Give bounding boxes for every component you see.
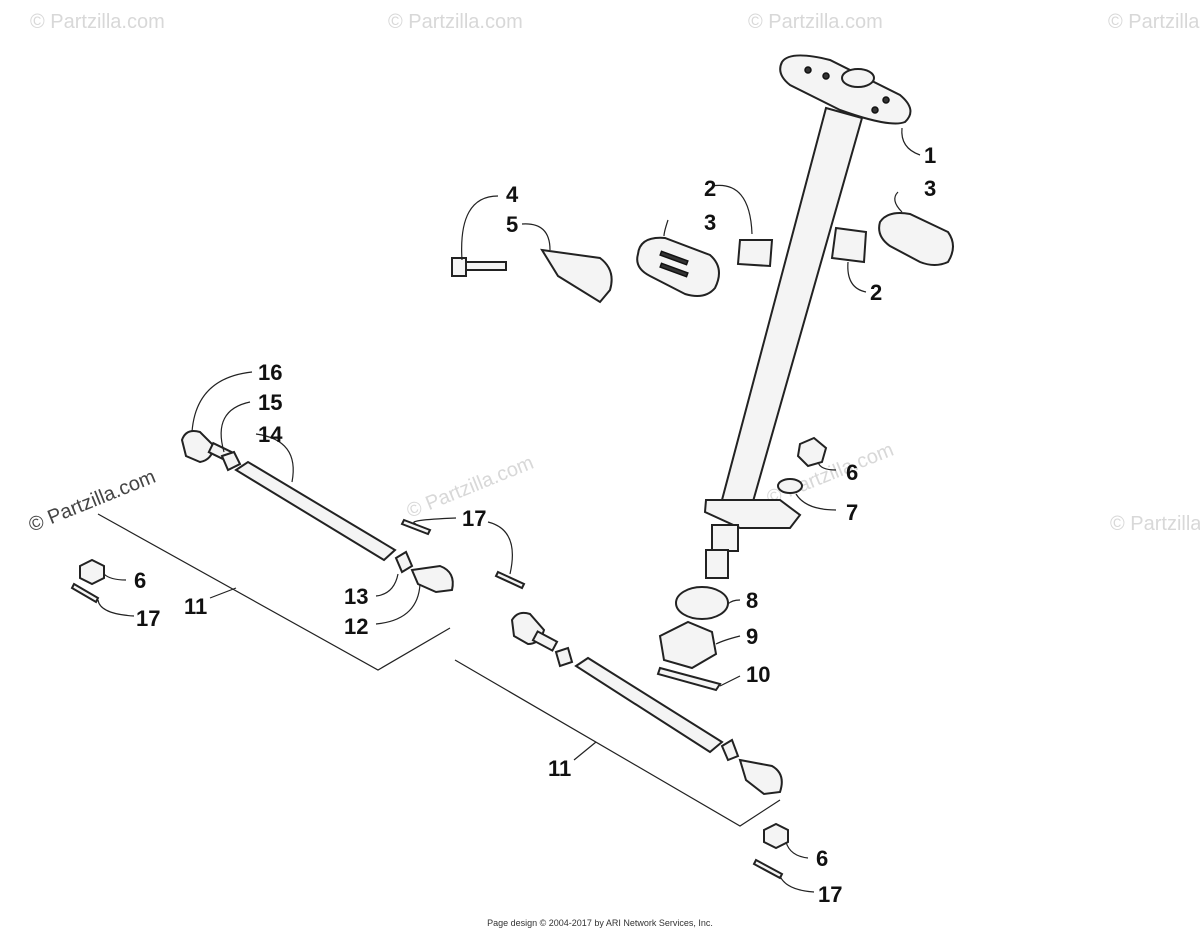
callout-label: 5 bbox=[506, 212, 518, 237]
watermark-top-3: © Partzilla.com bbox=[748, 11, 883, 33]
callout-label: 13 bbox=[344, 584, 368, 609]
watermark-top-4: © Partzilla.com bbox=[1108, 11, 1200, 33]
callout-label: 12 bbox=[344, 614, 368, 639]
callout-label: 7 bbox=[846, 500, 858, 525]
upper-tie-rod bbox=[180, 430, 454, 594]
callout-label: 4 bbox=[506, 182, 519, 207]
callout-label: 1 bbox=[924, 143, 936, 168]
loose-hardware bbox=[70, 558, 789, 880]
callout-label: 6 bbox=[816, 846, 828, 871]
callout-label: 2 bbox=[704, 176, 716, 201]
watermark-top-1: © Partzilla.com bbox=[30, 11, 165, 33]
bolt-and-clip bbox=[451, 248, 613, 304]
watermark-right: © Partzilla.com bbox=[1110, 513, 1200, 535]
callout-label: 17 bbox=[136, 606, 160, 631]
callout-label: 17 bbox=[818, 882, 842, 907]
callout-label: 14 bbox=[258, 422, 283, 447]
callout-label: 11 bbox=[548, 756, 571, 781]
callout-label: 11 bbox=[184, 594, 207, 619]
lower-hardware bbox=[656, 436, 828, 692]
callout-label: 16 bbox=[258, 360, 282, 385]
callout-label: 6 bbox=[134, 568, 146, 593]
assembly-brackets bbox=[97, 513, 781, 827]
callout-labels: 1 2 3 3 2 4 5 16 15 14 6 7 17 8 9 10 13 … bbox=[134, 143, 936, 907]
callout-label: 3 bbox=[704, 210, 716, 235]
callout-label: 10 bbox=[746, 662, 770, 687]
callout-label: 9 bbox=[746, 624, 758, 649]
watermark-mid-2: © Partzilla.com bbox=[764, 439, 897, 510]
callout-label: 6 bbox=[846, 460, 858, 485]
callout-label: 8 bbox=[746, 588, 758, 613]
lower-tie-rod bbox=[494, 570, 783, 796]
callout-label: 15 bbox=[258, 390, 282, 415]
callout-label: 3 bbox=[924, 176, 936, 201]
callout-label: 2 bbox=[870, 280, 882, 305]
page-footer: Page design © 2004-2017 by ARI Network S… bbox=[487, 918, 713, 928]
steering-post bbox=[703, 54, 912, 579]
watermark-top-2: © Partzilla.com bbox=[388, 11, 523, 33]
callout-label: 17 bbox=[462, 506, 486, 531]
watermark-left-dark: © Partzilla.com bbox=[26, 466, 159, 537]
clamps-bushings bbox=[636, 212, 954, 297]
leader-lines bbox=[97, 127, 921, 893]
